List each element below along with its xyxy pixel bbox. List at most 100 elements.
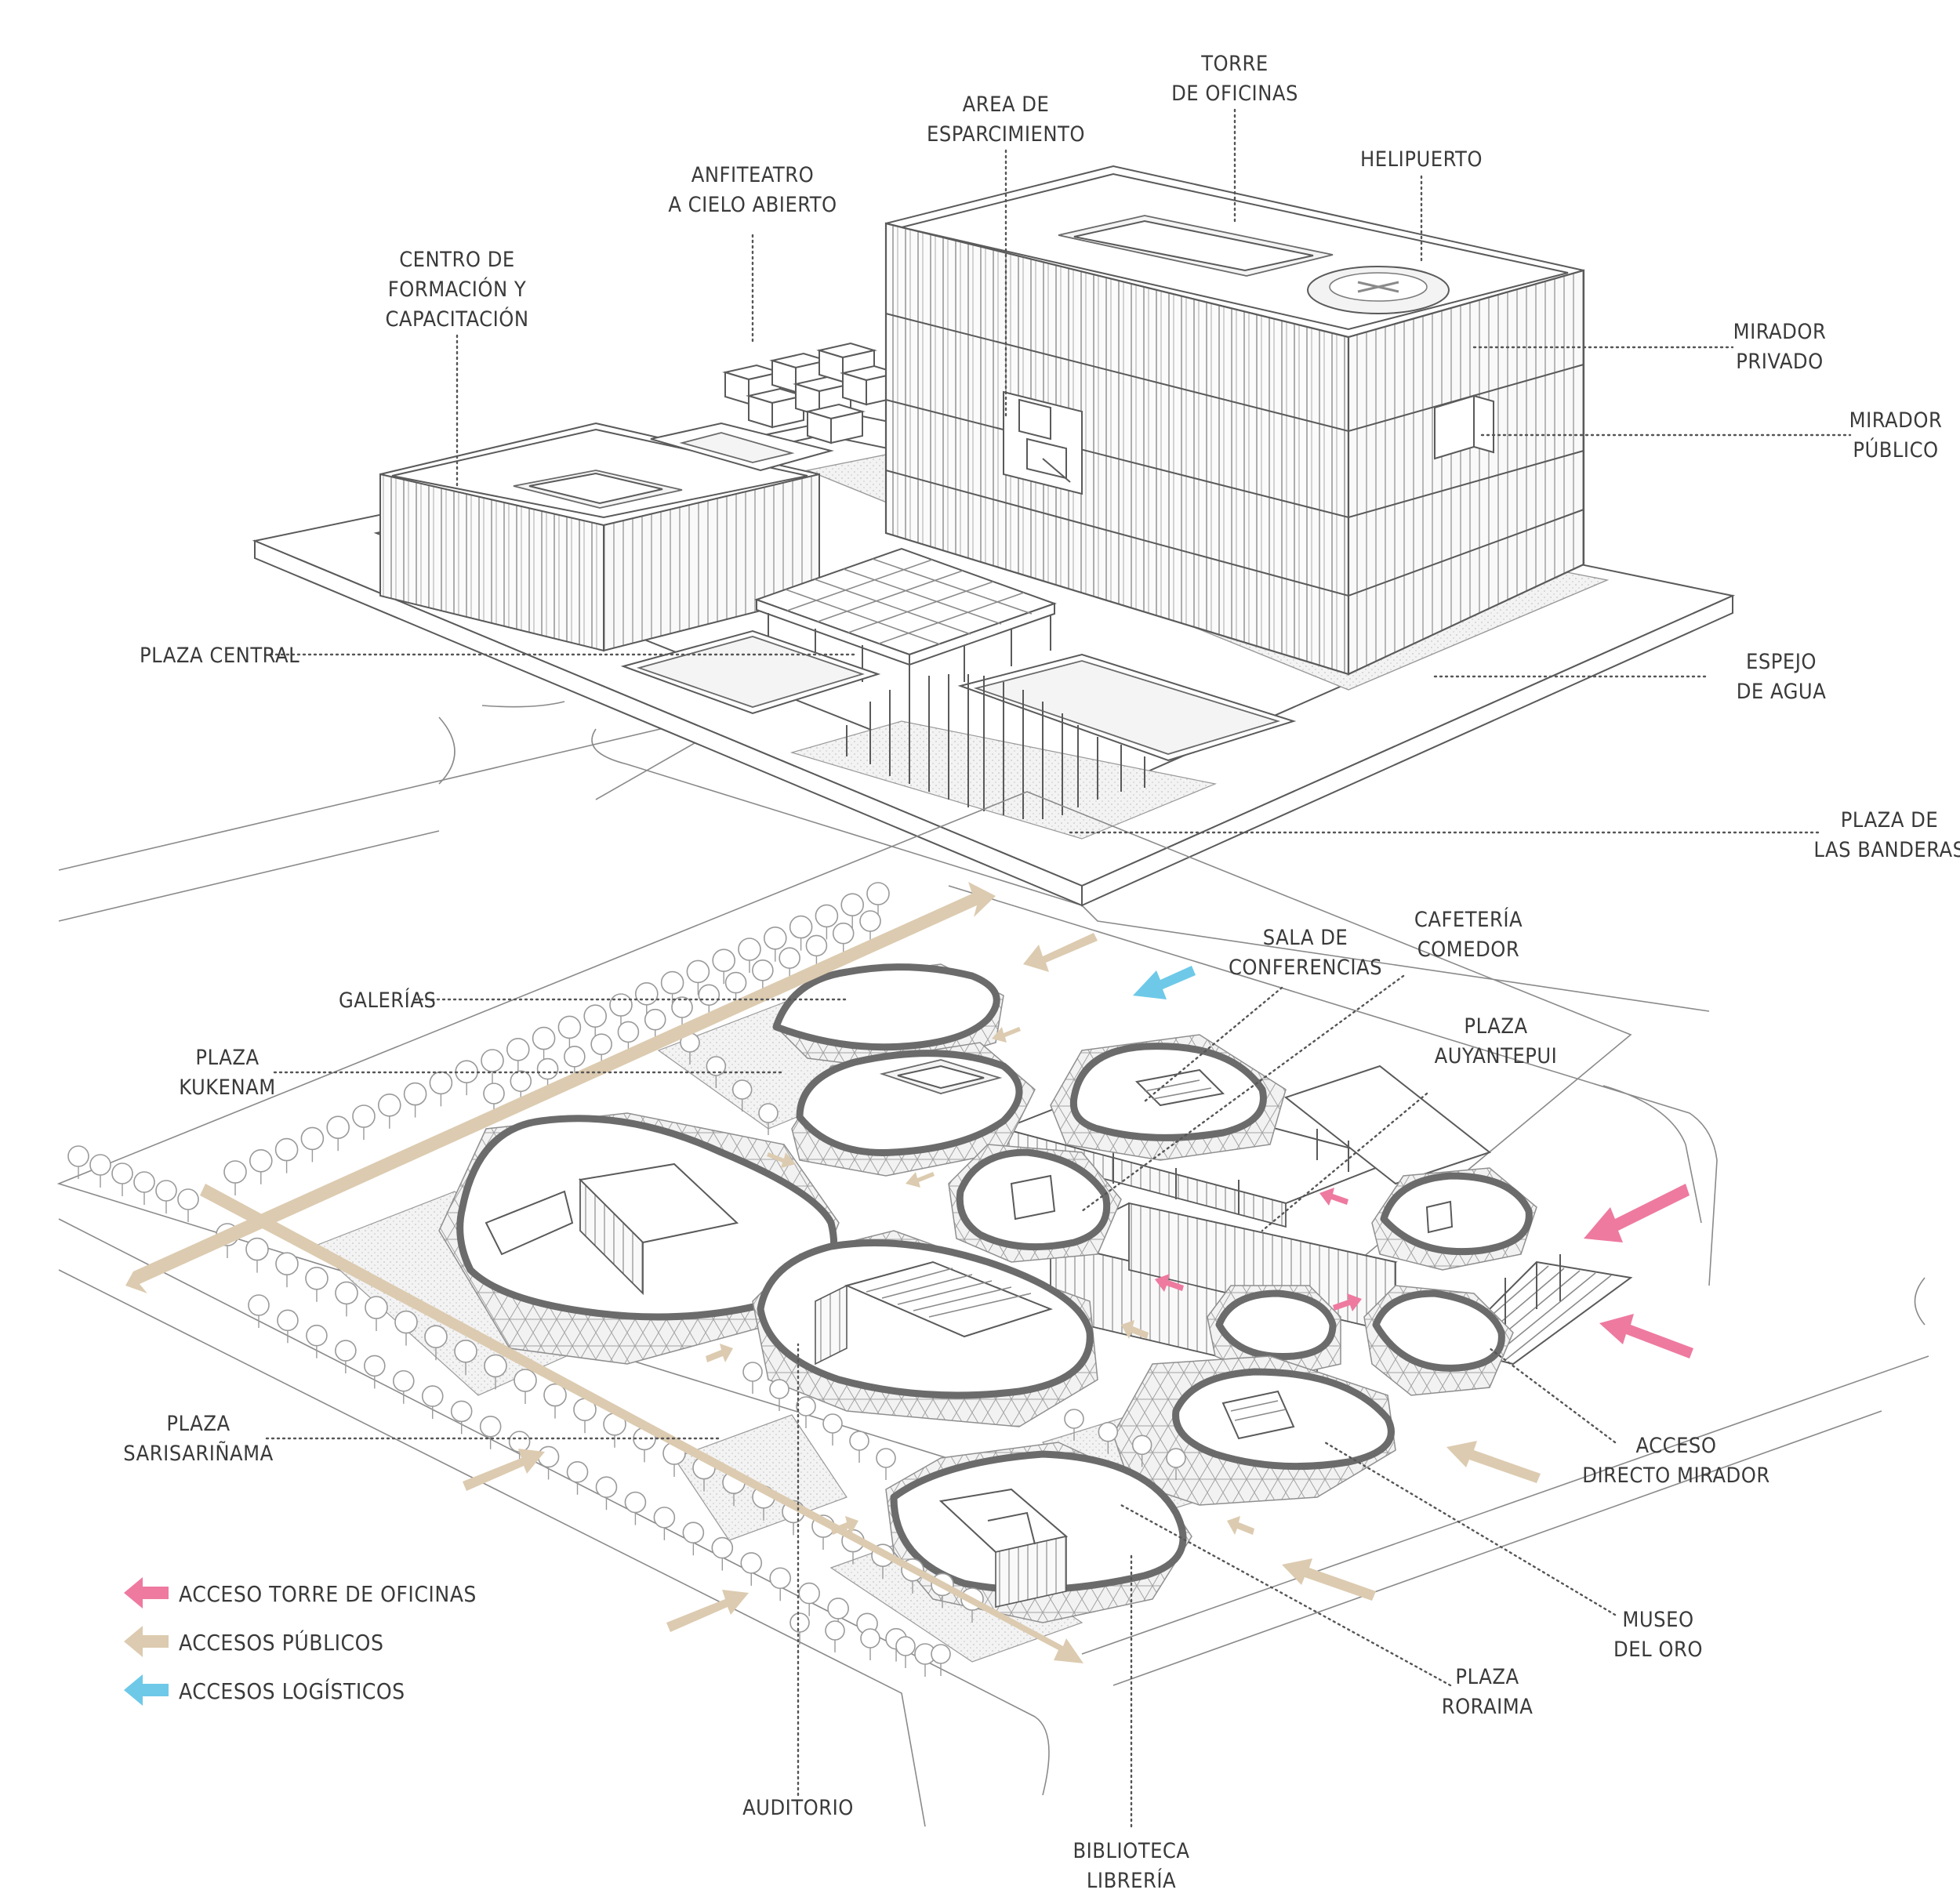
- label-helipuerto: HELIPUERTO: [1360, 147, 1482, 172]
- tree: [223, 1160, 247, 1195]
- label-line: LIBRERÍA: [1087, 1868, 1176, 1893]
- label-line: GALERÍAS: [339, 988, 436, 1013]
- tree: [155, 1180, 177, 1213]
- tree: [895, 1636, 916, 1668]
- tree: [706, 1056, 727, 1088]
- tree: [742, 1362, 763, 1394]
- tree: [769, 1379, 789, 1411]
- tree: [763, 927, 787, 962]
- tree: [1166, 1448, 1186, 1480]
- tree: [481, 1049, 504, 1084]
- tree: [1064, 1409, 1084, 1441]
- label-line: DE AGUA: [1737, 680, 1827, 704]
- pink-arrow-icon: [124, 1577, 169, 1609]
- anfiteatro-structure: [650, 342, 901, 472]
- label-plaza-central: PLAZA CENTRAL: [140, 644, 299, 668]
- volume-museo-oro: [1112, 1355, 1396, 1506]
- label-line: LAS BANDERAS: [1813, 838, 1960, 862]
- tree: [931, 1644, 951, 1676]
- tree: [335, 1340, 357, 1374]
- tree: [454, 1340, 477, 1375]
- legend-item-acceso-torre: ACCESO TORRE DE OFICINAS: [124, 1577, 476, 1609]
- label-line: PLAZA CENTRAL: [140, 644, 299, 668]
- label-line: FORMACIÓN Y: [388, 277, 527, 302]
- tree: [712, 948, 736, 985]
- tree: [779, 947, 800, 981]
- tree: [740, 1552, 763, 1586]
- volume-kukenam: [791, 1042, 1036, 1177]
- access-arrows: [125, 882, 1693, 1663]
- tree: [849, 1431, 869, 1463]
- label-line: PLAZA: [195, 1046, 259, 1070]
- label-line: BIBLIOTECA: [1073, 1839, 1189, 1863]
- label-line: DEL ORO: [1613, 1638, 1703, 1662]
- leader-lines: [265, 108, 1852, 1828]
- tree: [660, 970, 684, 1007]
- tree: [111, 1163, 133, 1196]
- tree: [653, 1507, 676, 1540]
- label-line: MIRADOR: [1849, 408, 1943, 433]
- label-line: A CIELO ABIERTO: [668, 193, 837, 217]
- label-line: CAPACITACIÓN: [385, 306, 528, 332]
- tree: [364, 1355, 386, 1389]
- label-line: COMEDOR: [1417, 938, 1520, 962]
- tree: [543, 1383, 567, 1419]
- tree: [724, 971, 747, 1006]
- label-line: PLAZA: [1455, 1665, 1519, 1689]
- label-line: PÚBLICO: [1853, 437, 1938, 462]
- plaza-central-pergola: [754, 547, 1057, 702]
- legend: ACCESO TORRE DE OFICINAS ACCESOS PÚBLICO…: [124, 1577, 476, 1706]
- tree: [822, 1413, 843, 1445]
- label-galerias: GALERÍAS: [339, 988, 436, 1013]
- label-line: PLAZA: [1464, 1014, 1527, 1039]
- volume-auditorio: [752, 1230, 1098, 1427]
- tree: [277, 1309, 299, 1344]
- legend-label: ACCESOS PÚBLICOS: [179, 1629, 383, 1656]
- tree: [876, 1448, 896, 1480]
- tree: [403, 1082, 427, 1118]
- tree: [738, 938, 761, 973]
- tree: [796, 1396, 816, 1428]
- label-line: SARISARIÑAMA: [123, 1441, 274, 1466]
- label-line: CAFETERÍA: [1414, 907, 1523, 932]
- tree: [133, 1171, 155, 1205]
- tree: [429, 1071, 453, 1107]
- tree: [484, 1354, 507, 1390]
- label-line: DIRECTO MIRADOR: [1582, 1464, 1769, 1488]
- label-line: CONFERENCIAS: [1229, 956, 1382, 980]
- tree: [305, 1267, 328, 1302]
- tree: [595, 1476, 618, 1511]
- blue-arrow-icon: [124, 1674, 169, 1706]
- tree: [832, 922, 855, 956]
- tree: [67, 1145, 89, 1179]
- tree: [769, 1567, 792, 1601]
- tree: [840, 893, 864, 929]
- lower-complex: [56, 791, 1633, 1663]
- volume-main-left: [438, 1112, 840, 1365]
- tree: [300, 1126, 325, 1163]
- tree: [557, 1015, 582, 1051]
- label-line: ESPARCIMIENTO: [927, 122, 1085, 147]
- tree: [306, 1324, 328, 1358]
- tree: [274, 1137, 299, 1173]
- volume-biblioteca: [885, 1442, 1192, 1623]
- tree: [566, 1461, 589, 1495]
- centro-formacion-building: [379, 422, 820, 652]
- tree: [532, 1026, 556, 1062]
- tree: [89, 1154, 111, 1188]
- tree: [789, 915, 813, 951]
- label-line: AUDITORIO: [742, 1796, 854, 1820]
- torre-oficinas-building: [884, 165, 1585, 676]
